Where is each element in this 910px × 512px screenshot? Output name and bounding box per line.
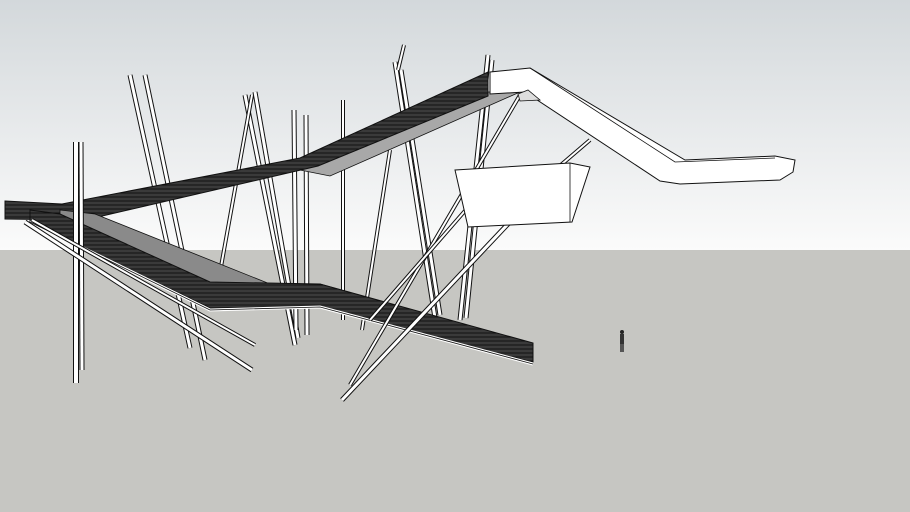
support-pole <box>24 220 253 372</box>
support-pole <box>31 219 256 346</box>
support-pole <box>397 44 405 71</box>
support-pole <box>349 94 521 386</box>
white-bridge <box>489 67 796 185</box>
suspended-box <box>454 162 591 228</box>
ground-plane <box>0 250 910 512</box>
support-pole <box>393 61 437 319</box>
support-pole <box>369 204 471 321</box>
bridge-landing-deck <box>517 89 542 102</box>
sky <box>0 0 910 250</box>
support-poles-front <box>23 93 542 402</box>
person-figure <box>620 330 624 352</box>
